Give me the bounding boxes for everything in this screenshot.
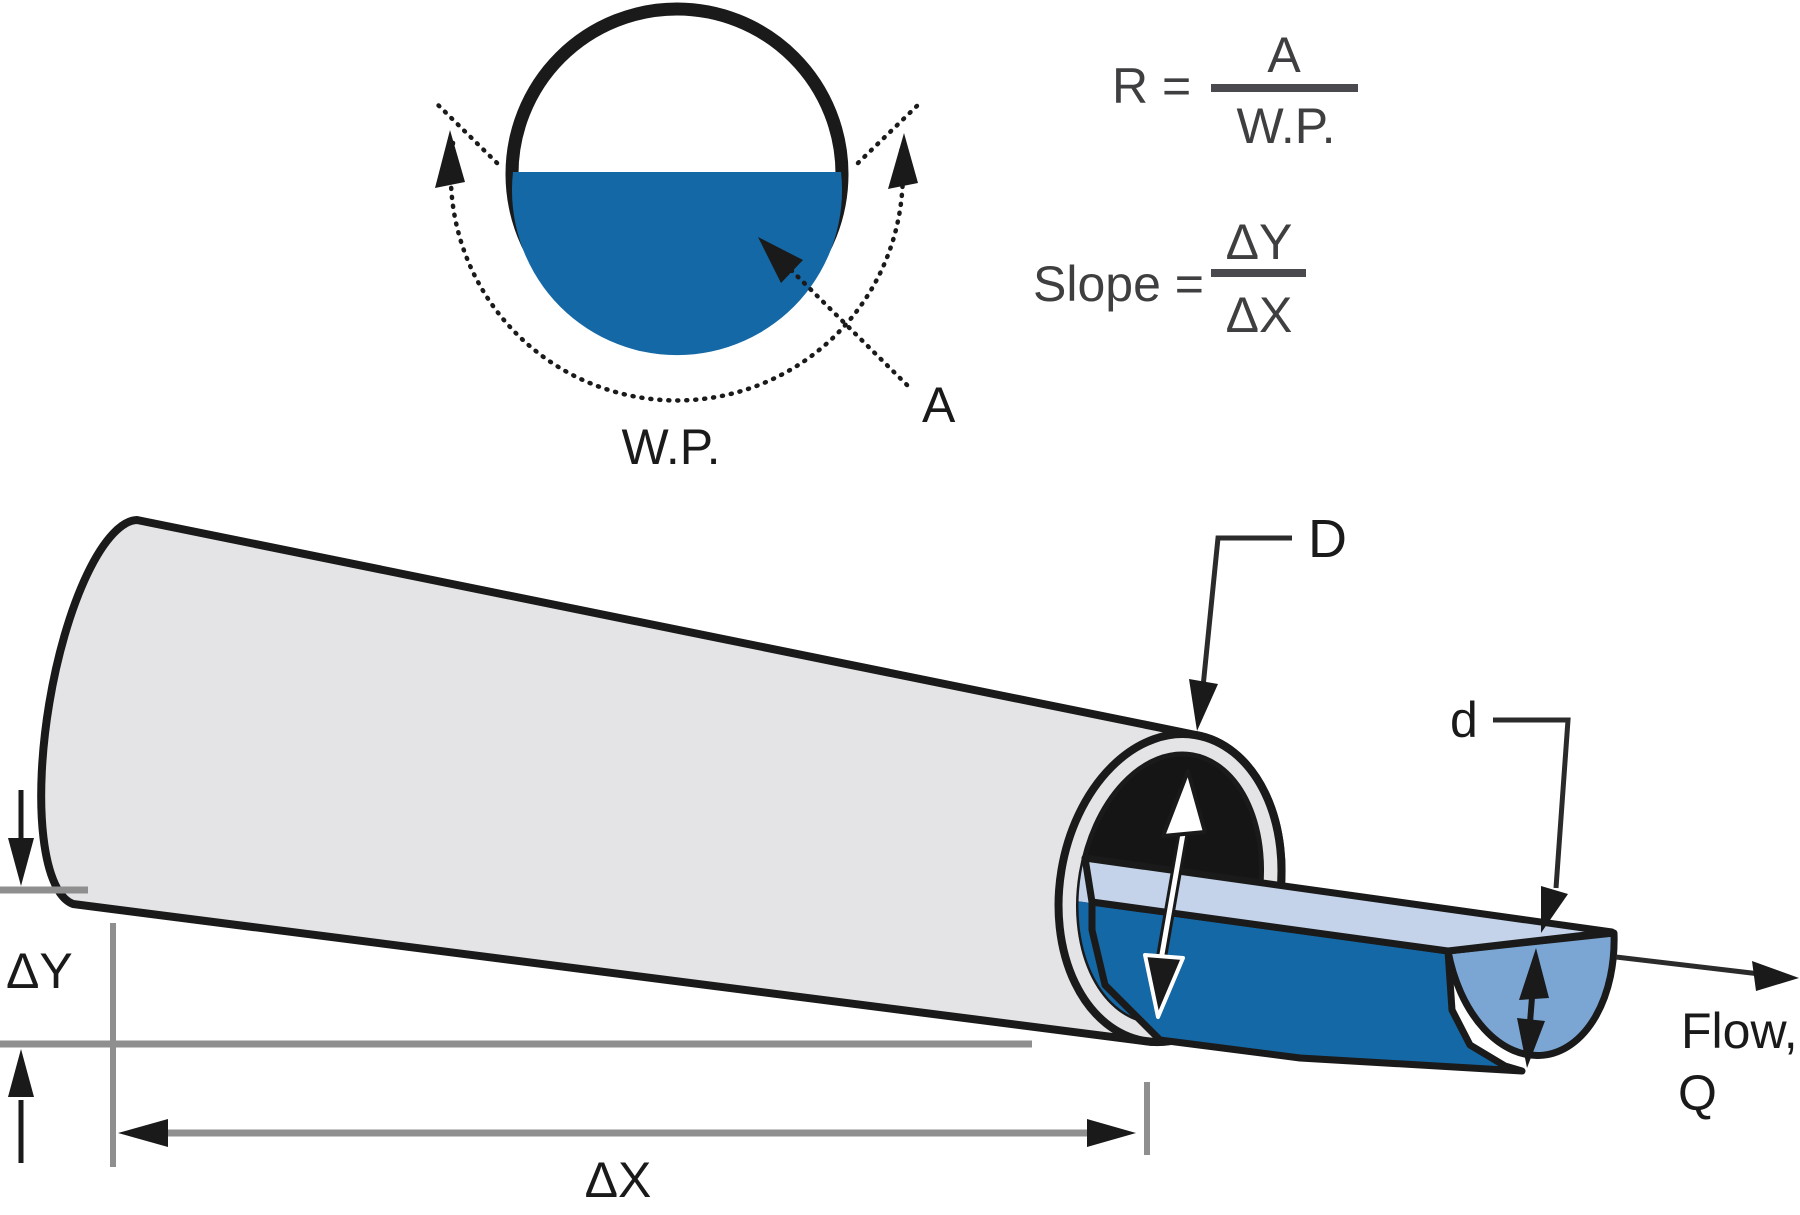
flow-label-line2: Q	[1678, 1065, 1717, 1121]
depth-arrowhead-up	[1519, 948, 1549, 1000]
delta-x-arrowhead-left	[118, 1119, 168, 1147]
wetted-perimeter-label: W.P.	[621, 419, 720, 475]
hydraulic-radius-fraction-bar	[1211, 84, 1358, 92]
delta-y-arrowhead-down	[8, 838, 34, 886]
water-top-surface	[1081, 854, 1616, 955]
hydraulic-radius-numerator: A	[1267, 27, 1301, 83]
slope-denominator: ΔX	[1226, 287, 1293, 343]
depth-label: d	[1450, 692, 1478, 748]
flow-arrow-line	[1615, 954, 1761, 977]
flow-arrowhead	[1752, 961, 1799, 991]
cross-section-water	[512, 172, 842, 356]
diameter-label: D	[1308, 509, 1347, 569]
area-leader-line	[785, 264, 910, 388]
depth-leader-arrowhead	[1541, 886, 1568, 933]
delta-y-arrowhead-up	[8, 1049, 34, 1097]
wp-arc-arrowhead-left	[435, 130, 465, 188]
diameter-leader: D	[1189, 509, 1347, 731]
depth-arrowhead-down	[1517, 1018, 1545, 1068]
delta-y-dimension: ΔY	[6, 790, 73, 1163]
diameter-leader-line	[1200, 535, 1292, 688]
diameter-double-arrow	[1143, 769, 1207, 1019]
wp-arc-arrowhead-right	[888, 133, 918, 189]
depth-leader-line	[1493, 717, 1571, 889]
area-label: A	[922, 377, 956, 433]
waterline-extension-left	[430, 97, 500, 166]
formula-slope: Slope = ΔY ΔX	[1033, 214, 1306, 343]
flow-annotation: Flow, Q	[1615, 954, 1799, 1121]
dimension-lines: ΔY ΔX	[0, 790, 1150, 1208]
hydraulic-radius-denominator: W.P.	[1236, 98, 1335, 154]
waterline-extension-right	[855, 100, 923, 166]
diameter-leader-arrowhead	[1189, 679, 1218, 731]
pipe-3d-view: D d Flow, Q	[37, 509, 1799, 1121]
area-leader-arrowhead	[758, 237, 803, 283]
slope-lhs: Slope =	[1033, 256, 1204, 312]
delta-x-dimension: ΔX	[118, 1119, 1136, 1208]
pipe-cross-section: A W.P.	[430, 2, 956, 475]
wetted-perimeter-arc	[448, 140, 906, 403]
diameter-arrowhead-up	[1161, 769, 1207, 838]
hydraulic-radius-lhs: R =	[1112, 58, 1191, 114]
water-front-surface	[1088, 898, 1526, 1075]
depth-leader: d	[1450, 692, 1571, 933]
flow-label-line1: Flow,	[1681, 1003, 1798, 1059]
depth-double-arrow	[1517, 948, 1549, 1068]
diameter-arrowhead-down	[1143, 953, 1185, 1019]
delta-x-arrowhead-right	[1087, 1119, 1136, 1147]
delta-y-label: ΔY	[6, 943, 73, 999]
formula-hydraulic-radius: R = A W.P.	[1112, 27, 1358, 154]
slope-fraction-bar	[1211, 269, 1306, 277]
slope-numerator: ΔY	[1226, 214, 1293, 270]
delta-x-label: ΔX	[585, 1152, 652, 1208]
